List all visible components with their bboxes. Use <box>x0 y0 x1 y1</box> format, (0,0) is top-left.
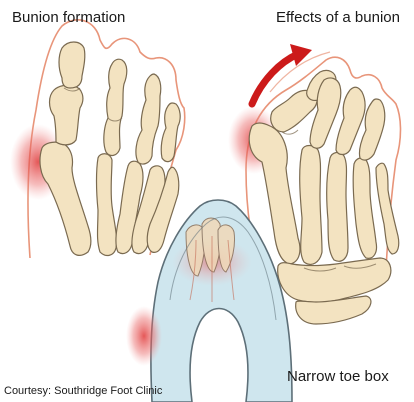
right-toe-5-metatarsal <box>375 162 400 255</box>
caption-narrow-toe-box: Narrow toe box <box>287 368 389 385</box>
right-joint-line-1 <box>281 129 299 135</box>
right-toe-2-metatarsal <box>299 144 323 265</box>
left-joint-line-1 <box>63 87 81 92</box>
right-joint-line-3 <box>343 263 377 269</box>
left-big-toe-distal-phalanx <box>58 41 86 89</box>
right-toe-4-phalanges <box>358 98 386 161</box>
caption-bunion-formation: Bunion formation <box>12 9 126 26</box>
narrow-toe-box <box>126 199 293 402</box>
right-toe-3-phalanges <box>335 86 366 156</box>
left-foot-bunion-formation <box>10 19 186 259</box>
right-joint-line-2 <box>303 267 337 272</box>
shoe-inner-edge <box>169 216 277 321</box>
left-toe-5-metatarsal <box>146 166 180 253</box>
left-joint-line-2 <box>55 141 75 146</box>
caption-effects-of-bunion: Effects of a bunion <box>276 9 400 26</box>
shoe-toe-line-3 <box>227 239 235 301</box>
red-arrow-head <box>290 44 312 66</box>
right-foot-skin-outline-inner <box>269 51 331 93</box>
left-toe-4-phalanges <box>160 102 181 163</box>
left-toe-2-metatarsal <box>95 153 118 257</box>
left-big-toe-metatarsal <box>39 141 92 256</box>
left-toe-3-phalanges <box>135 73 162 165</box>
right-toe-2-phalanges <box>309 77 342 149</box>
right-tarsal-bones-lower <box>295 295 372 325</box>
right-toe-4-metatarsal <box>352 157 378 259</box>
shoe-side-inflammation <box>126 306 162 366</box>
shoe-toe-line-1 <box>189 239 197 301</box>
credit-text: Courtesy: Southridge Foot Clinic <box>4 385 163 397</box>
left-foot-skin-outline <box>27 19 186 259</box>
left-joint-line-3 <box>107 117 123 122</box>
right-foot-effects <box>228 44 402 325</box>
left-toe-2-phalanges <box>103 58 128 157</box>
red-arrow <box>248 50 302 108</box>
right-toe-3-metatarsal <box>326 151 349 262</box>
